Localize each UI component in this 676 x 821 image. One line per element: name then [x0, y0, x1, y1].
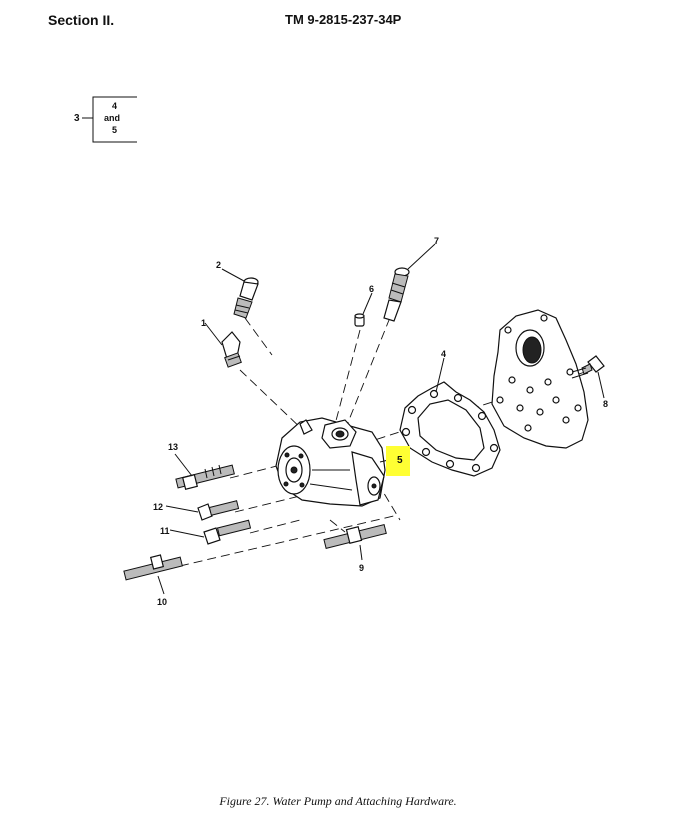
stud-9: [323, 524, 387, 549]
callout-12: 12: [153, 502, 163, 512]
elbow-fitting: [221, 331, 242, 368]
callout-9: 9: [359, 563, 364, 573]
cover-plate: [491, 309, 589, 449]
index-box: 3 4 and 5: [74, 96, 137, 143]
cap-part: [354, 313, 365, 327]
bolt-12: [197, 500, 240, 521]
stud-10: [123, 554, 183, 581]
callout-5: 5: [397, 455, 403, 466]
callout-7: 7: [434, 236, 439, 246]
callout-labels: 1 2 4 5 6 7 8 9 10 11 12 13: [153, 236, 608, 607]
callout-4: 4: [441, 349, 446, 359]
tm-number: TM 9-2815-237-34P: [285, 12, 402, 27]
index-line-2: and: [104, 113, 120, 123]
callout-11: 11: [160, 526, 170, 536]
plug-connector: [233, 277, 259, 319]
water-pump-body: [275, 417, 386, 507]
callout-6: 6: [369, 284, 374, 294]
index-line-1: 4: [112, 101, 117, 111]
index-line-3: 5: [112, 125, 117, 135]
callout-10: 10: [157, 597, 167, 607]
callout-8: 8: [603, 399, 608, 409]
callout-13: 13: [168, 442, 178, 452]
leader-lines: [157, 243, 605, 595]
stud-13: [175, 464, 235, 491]
callout-2: 2: [216, 260, 221, 270]
bolt-11: [203, 519, 252, 545]
callout-5-highlight: [386, 446, 410, 476]
figure-caption: Figure 27. Water Pump and Attaching Hard…: [219, 794, 457, 808]
index-parent-number: 3: [74, 113, 80, 124]
section-heading: Section II.: [48, 12, 115, 28]
tube-fitting: [383, 267, 410, 322]
gasket: [399, 381, 501, 477]
bolt-8: [571, 355, 605, 379]
callout-1: 1: [201, 318, 206, 328]
